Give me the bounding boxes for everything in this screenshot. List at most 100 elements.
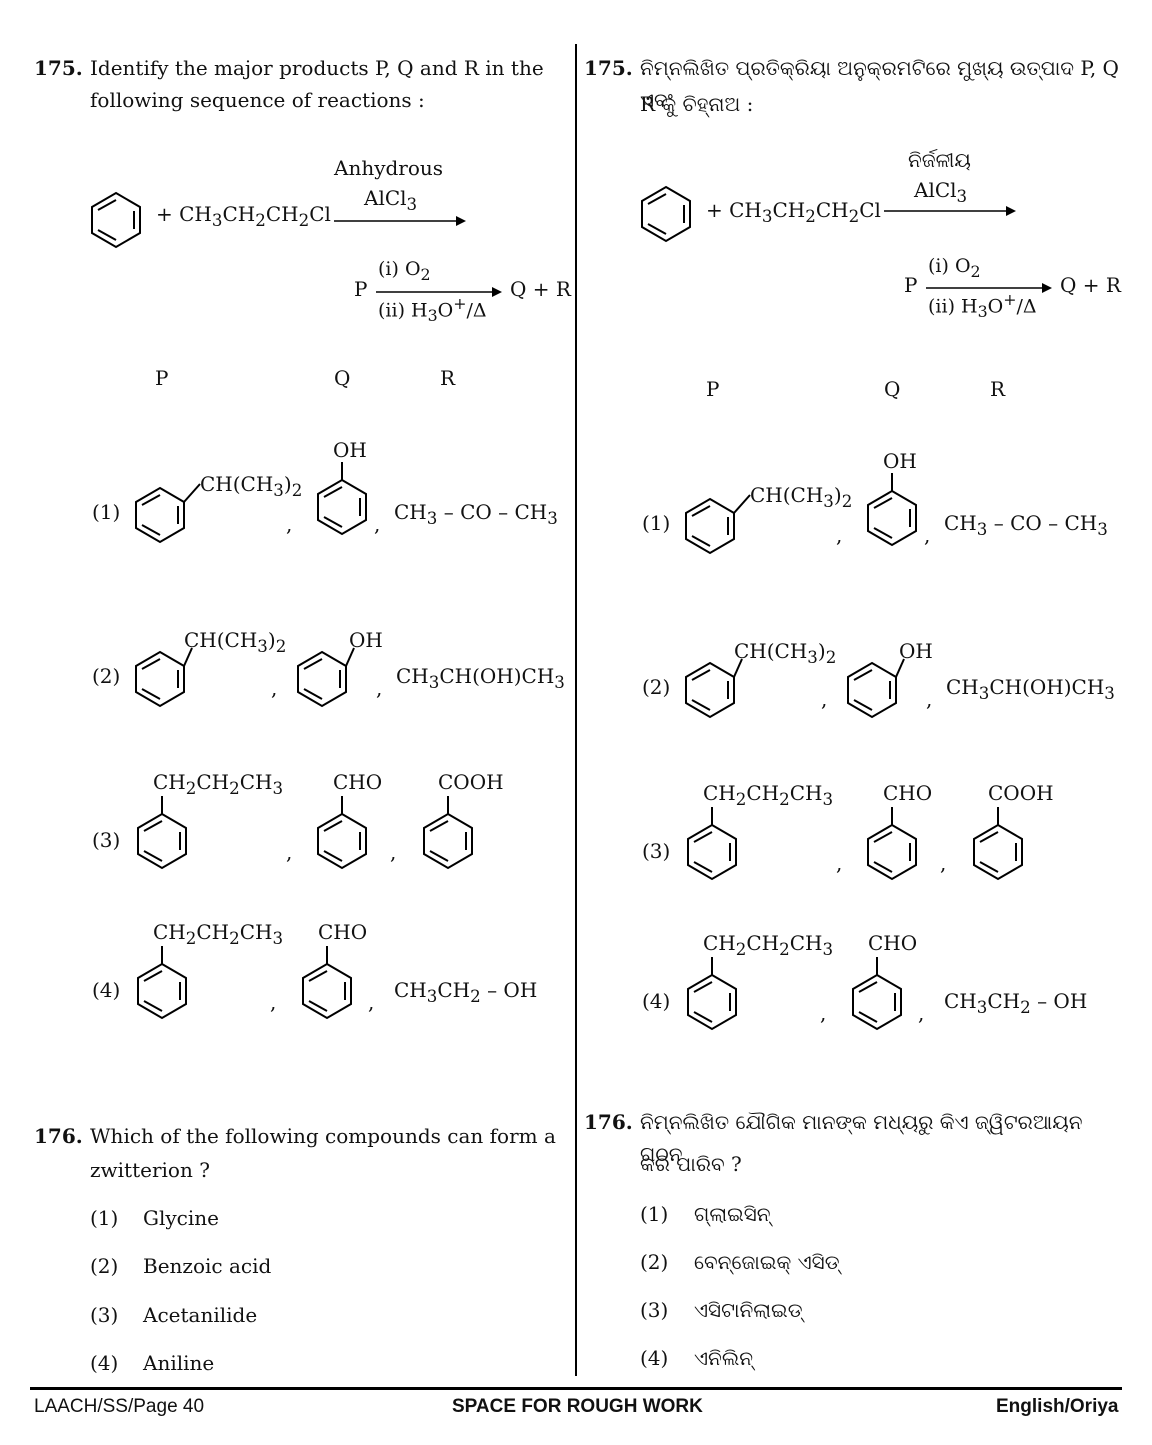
question-number: 175. bbox=[34, 56, 83, 80]
comma: , bbox=[926, 687, 933, 711]
substituent-label: CH(CH3)2 bbox=[200, 472, 303, 500]
benzoic-acid-structure bbox=[968, 805, 1028, 889]
substituent-label: CH(CH3)2 bbox=[184, 628, 287, 656]
phenol-structure bbox=[294, 646, 364, 714]
header-q: Q bbox=[334, 366, 351, 390]
option-label: (1) bbox=[90, 1206, 119, 1230]
comma: , bbox=[376, 676, 383, 700]
product-r: CH3CH(OH)CH3 bbox=[396, 664, 565, 692]
option-label: (2) bbox=[640, 1250, 669, 1274]
phenol-structure bbox=[844, 657, 914, 725]
option-text: Acetanilide bbox=[143, 1303, 258, 1327]
option-label: (4) bbox=[642, 989, 671, 1013]
question-text-line1: ନିମ୍ନଲିଖିତ ପ୍ରତିକ୍ରିୟା ଅନୁକ୍ରମଟିରେ ମୁଖ୍ୟ… bbox=[640, 56, 1119, 112]
option-label: (1) bbox=[642, 511, 671, 535]
substituent-label: CHO bbox=[318, 920, 368, 944]
option-text: Aniline bbox=[143, 1351, 215, 1375]
comma: , bbox=[271, 676, 278, 700]
benzaldehyde-structure bbox=[297, 944, 357, 1028]
substituent-label: CHO bbox=[333, 770, 383, 794]
substituent-label: CH2CH2CH3 bbox=[703, 931, 834, 959]
option-text: Benzoic acid bbox=[143, 1254, 272, 1278]
product-r: CH3CH2 – OH bbox=[944, 989, 1088, 1017]
substituent-label: OH bbox=[883, 449, 917, 473]
comma: , bbox=[821, 687, 828, 711]
cumene-structure bbox=[682, 493, 752, 561]
comma: , bbox=[924, 523, 931, 547]
question-text-line1: Which of the following compounds can for… bbox=[90, 1124, 556, 1148]
question-text-line1: ନିମ୍ନଲିଖିତ ଯୌଗିକ ମାନଙ୍କ ମଧ୍ୟରୁ କିଏ ଜ୍ୱିଟ… bbox=[640, 1110, 1083, 1166]
step2-products: Q + R bbox=[510, 277, 571, 301]
reagent-formula: + CH3CH2CH2Cl bbox=[156, 202, 331, 230]
comma: , bbox=[368, 990, 375, 1014]
option-text: ଏସିଟାନିଲାଇଡ୍ bbox=[694, 1298, 803, 1322]
option-label: (1) bbox=[92, 500, 121, 524]
benzoic-acid-structure bbox=[418, 794, 478, 878]
substituent-label: CH2CH2CH3 bbox=[703, 781, 834, 809]
option-label: (4) bbox=[640, 1346, 669, 1370]
footer-rule bbox=[30, 1387, 1122, 1390]
reaction-arrow bbox=[334, 212, 466, 231]
comma: , bbox=[820, 1001, 827, 1025]
question-text-line1: Identify the major products P, Q and R i… bbox=[90, 56, 544, 80]
header-p: P bbox=[706, 377, 720, 401]
substituent-label: COOH bbox=[438, 770, 504, 794]
condition-catalyst: AlCl3 bbox=[364, 186, 418, 214]
product-r: CH3 – CO – CH3 bbox=[944, 511, 1108, 539]
benzene-ring bbox=[88, 190, 144, 254]
option-label: (4) bbox=[92, 978, 121, 1002]
question-number: 175. bbox=[584, 56, 633, 80]
question-text-line2: zwitterion ? bbox=[90, 1158, 210, 1182]
condition-anhydrous: Anhydrous bbox=[334, 156, 444, 180]
benzene-ring bbox=[638, 184, 694, 248]
benzaldehyde-structure bbox=[862, 805, 922, 889]
product-r: CH3CH2 – OH bbox=[394, 978, 538, 1006]
step2-reagent-bottom: (ii) H3O+/Δ bbox=[378, 294, 487, 326]
propylbenzene-structure bbox=[132, 944, 192, 1028]
option-text: Glycine bbox=[143, 1206, 219, 1230]
option-text: ଏନିଲିନ୍ bbox=[694, 1346, 754, 1370]
header-q: Q bbox=[884, 377, 901, 401]
condition-anhydrous: ନିର୍ଜଳୀୟ bbox=[908, 148, 971, 172]
comma: , bbox=[836, 851, 843, 875]
question-number: 176. bbox=[34, 1124, 83, 1148]
comma: , bbox=[270, 990, 277, 1014]
comma: , bbox=[836, 523, 843, 547]
step2-reagent-top: (i) O2 bbox=[928, 255, 981, 281]
substituent-label: CH(CH3)2 bbox=[750, 483, 853, 511]
page-id: LAACH/SS/Page 40 bbox=[34, 1396, 205, 1417]
header-r: R bbox=[440, 366, 456, 390]
substituent-label: CHO bbox=[868, 931, 918, 955]
substituent-label: CH2CH2CH3 bbox=[153, 770, 284, 798]
reaction-arrow bbox=[884, 202, 1016, 221]
header-p: P bbox=[155, 366, 169, 390]
substituent-label: OH bbox=[333, 438, 367, 462]
option-label: (2) bbox=[642, 675, 671, 699]
step2-reagent-bottom: (ii) H3O+/Δ bbox=[928, 290, 1037, 322]
comma: , bbox=[390, 840, 397, 864]
header-r: R bbox=[990, 377, 1006, 401]
substituent-label: CH2CH2CH3 bbox=[153, 920, 284, 948]
option-text: ଗ୍ଲାଇସିନ୍ bbox=[694, 1202, 771, 1226]
reaction-arrow bbox=[926, 279, 1052, 298]
step2-reactant: P bbox=[354, 277, 368, 301]
benzaldehyde-structure bbox=[312, 794, 372, 878]
product-r: CH3 – CO – CH3 bbox=[394, 500, 558, 528]
rough-work-note: SPACE FOR ROUGH WORK bbox=[452, 1396, 703, 1417]
substituent-label: OH bbox=[349, 628, 383, 652]
comma: , bbox=[940, 851, 947, 875]
question-text-line2: R କୁ ଚିହ୍ନାଅ : bbox=[640, 92, 754, 116]
option-label: (2) bbox=[90, 1254, 119, 1278]
phenol-structure bbox=[312, 460, 372, 544]
step2-reagent-top: (i) O2 bbox=[378, 258, 431, 284]
option-label: (3) bbox=[92, 828, 121, 852]
benzaldehyde-structure bbox=[847, 955, 907, 1039]
condition-catalyst: AlCl3 bbox=[914, 178, 968, 206]
propylbenzene-structure bbox=[132, 794, 192, 878]
comma: , bbox=[374, 512, 381, 536]
column-divider bbox=[575, 44, 577, 1376]
option-label: (3) bbox=[90, 1303, 119, 1327]
propylbenzene-structure bbox=[682, 805, 742, 889]
step2-products: Q + R bbox=[1060, 273, 1121, 297]
question-number: 176. bbox=[584, 1110, 633, 1134]
